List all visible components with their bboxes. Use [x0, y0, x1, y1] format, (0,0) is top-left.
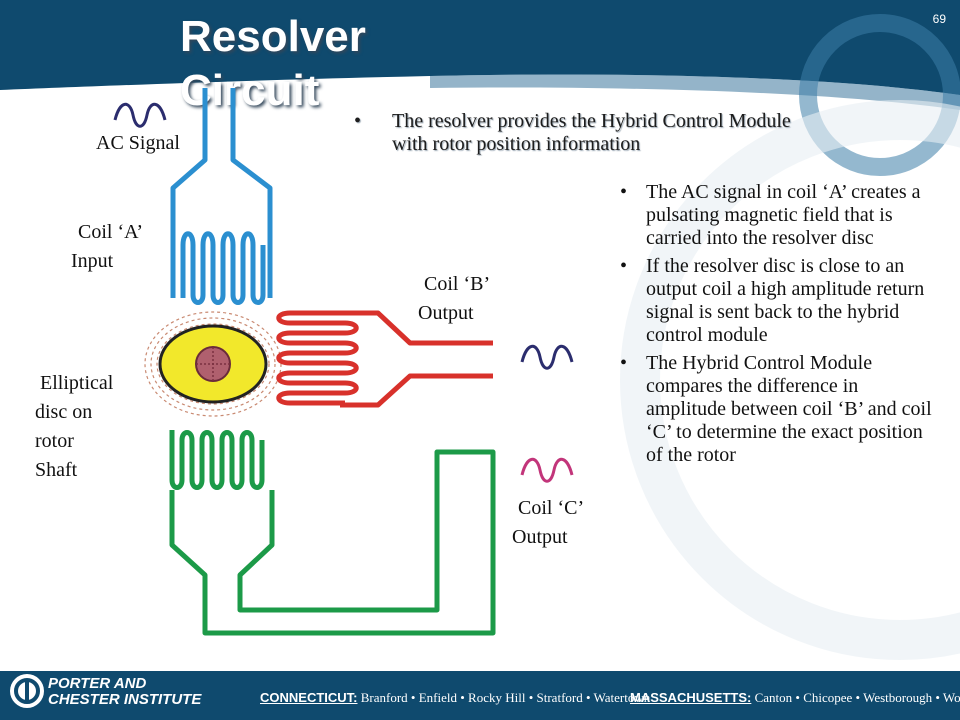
coil-b: [276, 310, 493, 408]
coil-b-output-label: Output: [418, 302, 474, 324]
coil-c-signal-wave-icon: [520, 457, 574, 483]
bullet-text: If the resolver disc is close to an outp…: [646, 255, 925, 346]
bullet-text: The AC signal in coil ‘A’ creates a puls…: [646, 181, 921, 249]
list-item: • If the resolver disc is close to an ou…: [612, 255, 932, 347]
bullet-icon: •: [620, 352, 628, 374]
coil-b-signal-wave-icon: [520, 344, 574, 370]
coil-a-input-label: Input: [71, 250, 114, 272]
intro-text: The resolver provides the Hybrid Control…: [392, 110, 791, 155]
list-item: • The AC signal in coil ‘A’ creates a pu…: [612, 181, 932, 250]
massachusetts-locations: MASSACHUSETTS: Canton • Chicopee • Westb…: [630, 690, 960, 706]
disc-label-line2: disc on: [35, 401, 93, 423]
coil-c-label: Coil ‘C’: [518, 497, 585, 519]
connecticut-locations: CONNECTICUT: Branford • Enfield • Rocky …: [260, 690, 650, 706]
ac-signal-wave-icon: [113, 102, 167, 128]
magnetic-field-lines: [144, 311, 282, 417]
institute-logo-text: PORTER AND CHESTER INSTITUTE: [48, 676, 201, 708]
connecticut-list: Branford • Enfield • Rocky Hill • Stratf…: [360, 690, 651, 705]
disc-label-line4: Shaft: [35, 459, 78, 481]
bullet-icon: •: [620, 181, 628, 203]
coil-c-output-label: Output: [512, 526, 568, 548]
coil-a: [170, 88, 273, 305]
disc-label-line1: Elliptical: [40, 372, 114, 394]
coil-b-label: Coil ‘B’: [424, 273, 491, 295]
logo-line2: CHESTER INSTITUTE: [48, 691, 202, 708]
coil-c: [169, 430, 496, 636]
ac-signal-label: AC Signal: [96, 132, 180, 154]
massachusetts-list: Canton • Chicopee • Westborough • Woburn: [754, 690, 960, 705]
list-item: • The Hybrid Control Module compares the…: [612, 352, 932, 467]
page-number: 69: [932, 12, 946, 26]
intro-bullet: • The resolver provides the Hybrid Contr…: [354, 110, 814, 156]
disc-label-line3: rotor: [35, 430, 74, 452]
bullet-list: • The AC signal in coil ‘A’ creates a pu…: [612, 181, 932, 472]
shaft-cross-marks: [196, 347, 230, 381]
institute-logo-icon: [10, 674, 44, 708]
connecticut-label: CONNECTICUT:: [260, 690, 358, 705]
bullet-text: The Hybrid Control Module compares the d…: [646, 352, 932, 466]
coil-a-label: Coil ‘A’: [78, 221, 143, 243]
bullet-icon: •: [620, 255, 628, 277]
massachusetts-label: MASSACHUSETTS:: [630, 690, 752, 705]
logo-line1: PORTER AND: [48, 675, 147, 692]
bullet-icon: •: [354, 110, 362, 132]
footer-bar: [0, 671, 960, 720]
